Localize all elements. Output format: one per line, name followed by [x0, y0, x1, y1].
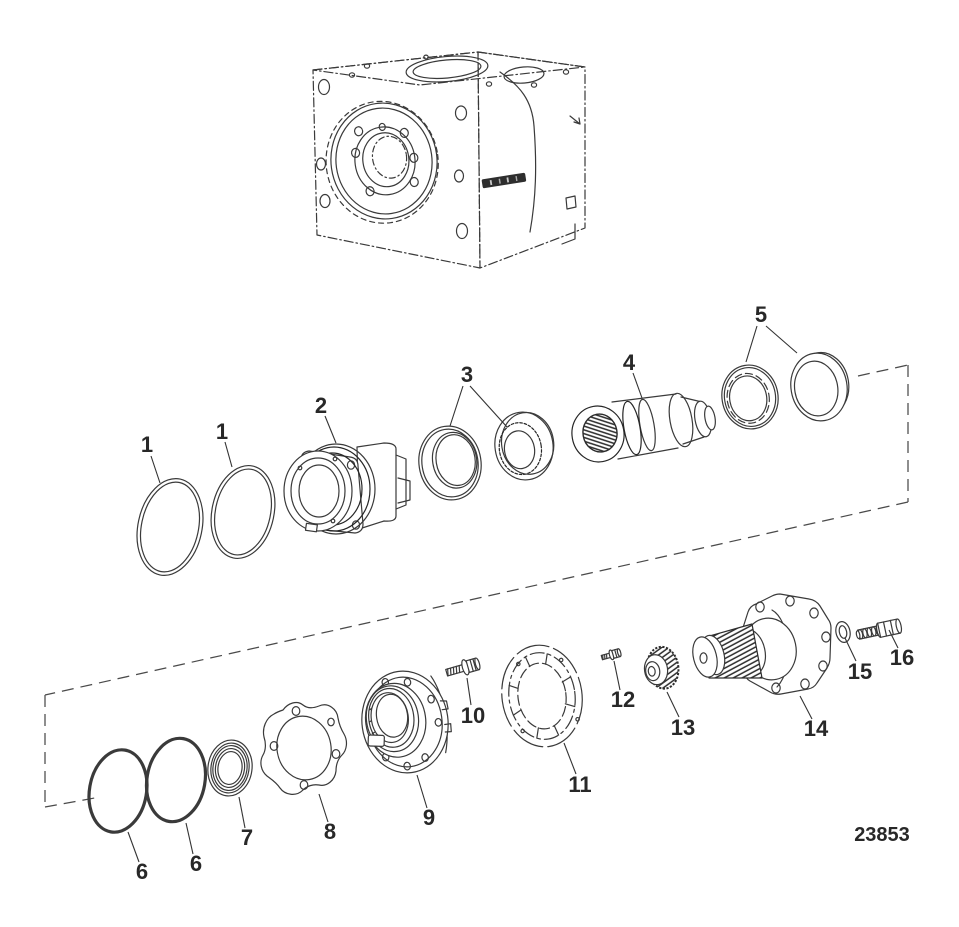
callout-2: 2	[315, 393, 327, 418]
housing-front-boss	[325, 100, 439, 224]
part-7-oil-seal	[207, 739, 253, 797]
callout-8: 8	[324, 819, 336, 844]
callout-6-a: 6	[136, 859, 148, 884]
part-5-ring-left	[721, 364, 779, 430]
callout-1-b: 1	[216, 419, 228, 444]
part-12-screw	[600, 648, 622, 661]
gear-housing	[312, 51, 586, 269]
part-10-screw	[445, 657, 481, 677]
part-5-ring-right	[790, 351, 850, 422]
housing-side-details	[499, 71, 581, 245]
callout-4: 4	[623, 350, 636, 375]
callout-1-a: 1	[141, 432, 153, 457]
callout-15: 15	[848, 659, 872, 684]
callout-11: 11	[568, 772, 591, 797]
part-3-bearing-race-left	[418, 425, 482, 501]
part-16-bolt	[855, 618, 903, 640]
part-6-o-ring-right	[144, 736, 208, 824]
drawing-number: 23853	[854, 824, 910, 846]
housing-stamp	[481, 172, 527, 189]
callout-7: 7	[241, 825, 253, 850]
part-14-output-flange	[692, 593, 832, 695]
part-9-bearing-retainer-carrier	[361, 670, 452, 774]
part-6-o-ring-left	[87, 748, 149, 834]
part-2-bearing-carrier	[283, 442, 411, 535]
part-8-gasket-plate	[260, 701, 348, 795]
callout-13: 13	[671, 715, 695, 740]
housing-top-openings	[348, 54, 570, 88]
part-11-tabbed-retainer-ring	[501, 644, 583, 748]
leader-lines	[127, 325, 899, 863]
part-1-o-ring-right	[210, 464, 276, 560]
part-13-gear	[643, 645, 680, 690]
part-3-bearing-race-right	[494, 411, 555, 481]
part-4-splined-coupler	[571, 392, 716, 463]
callout-14: 14	[804, 716, 829, 741]
assembly-axis-dashed-line	[44, 364, 909, 808]
callout-12: 12	[611, 687, 635, 712]
callout-5: 5	[755, 302, 767, 327]
housing-mount-holes	[315, 78, 469, 240]
callout-3: 3	[461, 362, 473, 387]
part-15-washer	[835, 621, 851, 643]
callout-10: 10	[461, 703, 485, 728]
callout-16: 16	[890, 645, 914, 670]
callout-labels: 1 1 2 3 4 5 6 6 7 8 9 10 11 12 13 14 15 …	[136, 302, 914, 884]
part-1-o-ring-left	[136, 478, 204, 576]
callout-6-b: 6	[190, 851, 202, 876]
callout-9: 9	[423, 805, 435, 830]
